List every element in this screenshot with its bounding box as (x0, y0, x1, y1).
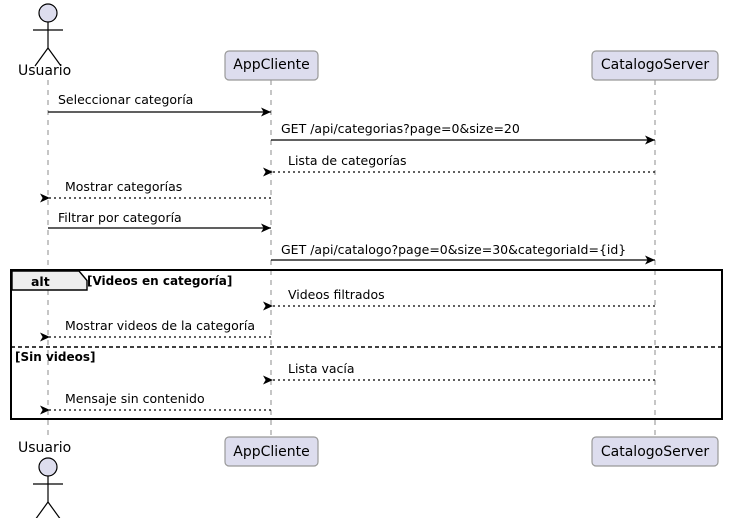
message-label-8: Lista vacía (288, 361, 355, 376)
participant-label-appcliente-bottom: AppCliente (233, 444, 310, 460)
message-label-0: Seleccionar categoría (58, 92, 194, 107)
fragment-border (10, 269, 723, 420)
message-label-7: Mostrar videos de la categoría (65, 318, 256, 333)
participant-box-catalogoserver-bottom[interactable] (591, 436, 719, 467)
message-label-2: Lista de categorías (288, 153, 407, 168)
combined-fragment-alt (10, 269, 723, 420)
actor-figure-usuario (33, 457, 63, 518)
participant-box-catalogoserver-top[interactable] (591, 50, 719, 81)
participant-label-catalogoserver-bottom: CatalogoServer (600, 444, 710, 460)
actor-head-icon (38, 457, 58, 477)
fragment-operator-label-alt: alt (31, 274, 50, 289)
actor-figure-usuario (33, 3, 63, 67)
message-label-6: Videos filtrados (288, 287, 385, 302)
participant-label-catalogoserver-top: CatalogoServer (600, 57, 710, 73)
message-label-5: GET /api/catalogo?page=0&size=30&categor… (281, 242, 627, 257)
actor-leg-left (35, 501, 49, 518)
message-label-1: GET /api/categorias?page=0&size=20 (281, 121, 520, 136)
participant-box-appcliente-top[interactable] (224, 50, 319, 81)
fragment-guard-videos-en-categoria: [Videos en categoría] (87, 274, 233, 288)
message-label-4: Filtrar por categoría (58, 210, 182, 225)
actor-leg-right (47, 501, 61, 518)
actor-leg-left (34, 47, 49, 67)
participant-box-appcliente-bottom[interactable] (224, 436, 319, 467)
message-label-9: Mensaje sin contenido (65, 391, 205, 406)
message-label-3: Mostrar categorías (65, 179, 183, 194)
actor-label-usuario-top: Usuario (18, 63, 72, 79)
fragment-guard-sin-videos: [Sin videos] (15, 350, 96, 364)
participant-label-appcliente-top: AppCliente (233, 57, 310, 73)
actor-leg-right (47, 47, 62, 67)
fragment-operator-tab (11, 270, 88, 291)
actor-head-icon (38, 3, 58, 23)
actor-label-usuario-bottom: Usuario (18, 440, 72, 456)
